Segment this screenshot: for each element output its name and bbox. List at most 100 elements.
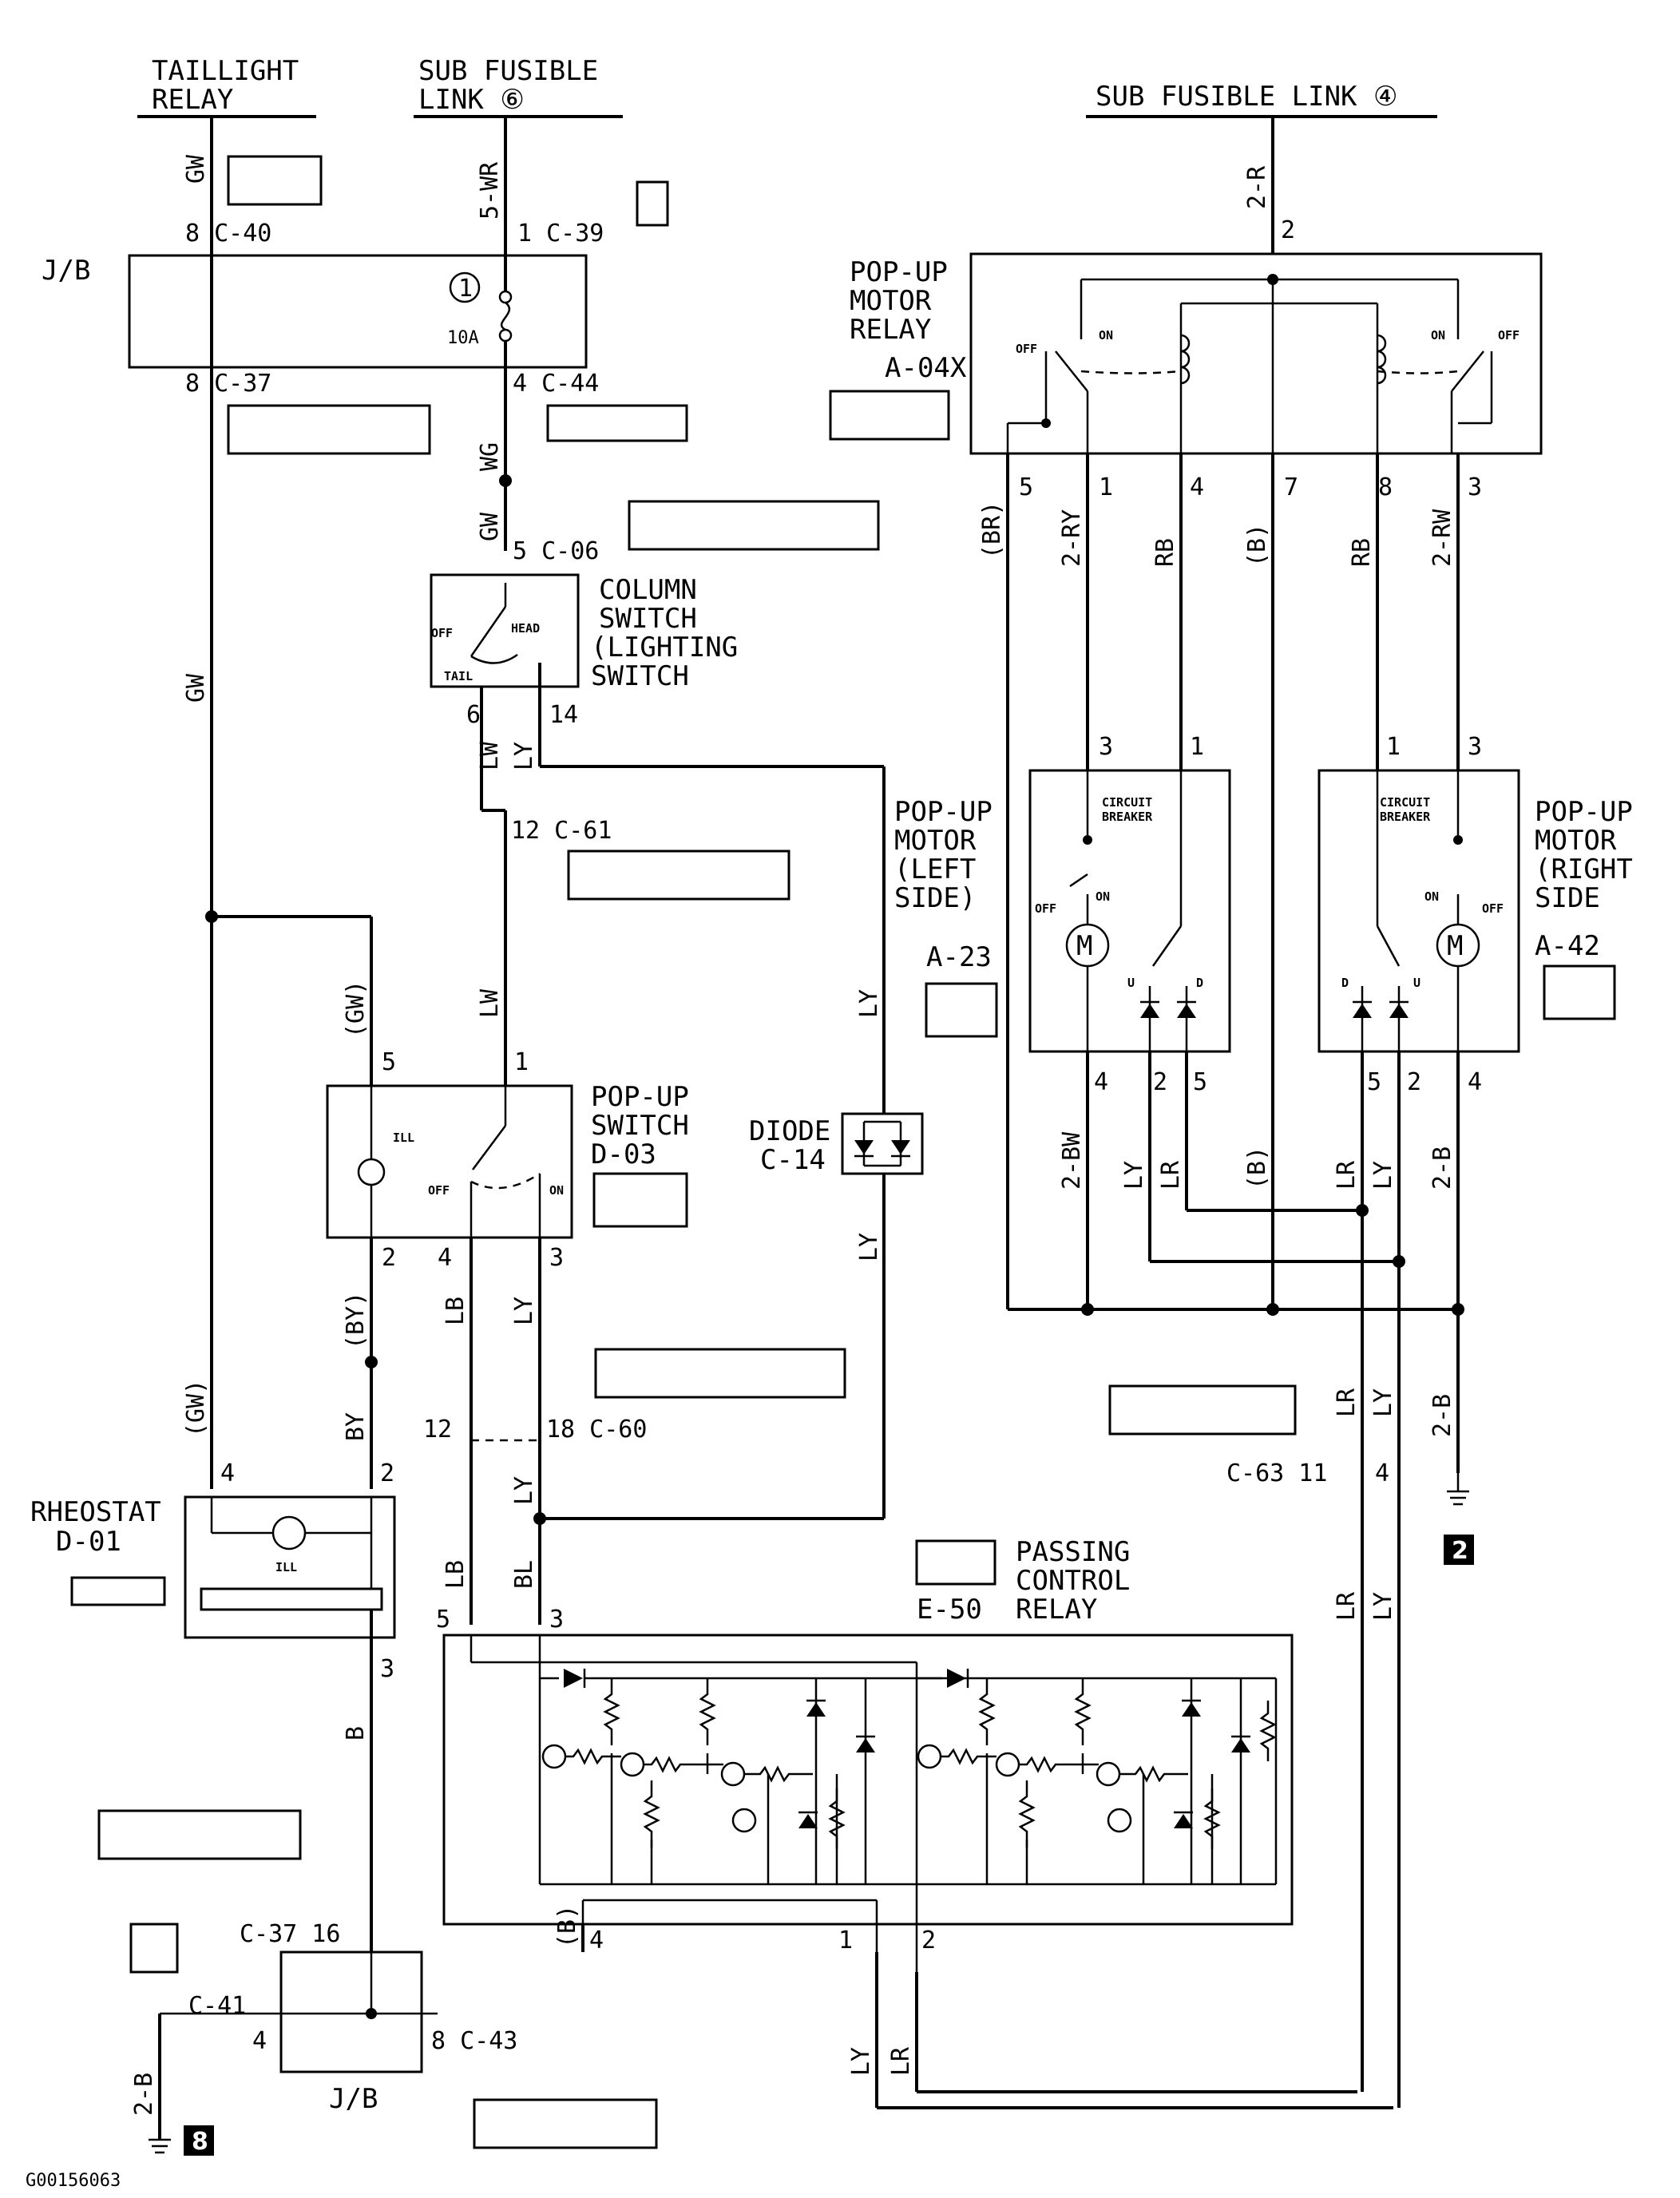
wire-ly-motor-out: LY [1120, 1161, 1148, 1190]
motor-left-label-2: MOTOR [894, 825, 977, 857]
motor-left-pin-3: 3 [1099, 733, 1113, 761]
column-switch-label-3: (LIGHTING [591, 632, 738, 663]
wire-gw-paren-switch: (GW) [342, 980, 370, 1038]
lw-circuit: LW 12 C-61 LW LY [476, 741, 886, 1114]
motor-right-pin-3: 3 [1468, 733, 1482, 761]
relay-pin-7: 7 [1284, 473, 1298, 501]
column-switch-label-2: SWITCH [599, 603, 697, 635]
motor-right-symbol: M [1447, 930, 1463, 962]
connector-c61-label: 12 C-61 [511, 817, 612, 845]
relay-pin-8: 8 [1378, 473, 1393, 501]
wire-b: B [342, 1726, 370, 1741]
passing-relay-code: E-50 [917, 1594, 982, 1626]
connector-c63-pin-4: 4 [1375, 1459, 1389, 1487]
column-switch-tail: TAIL [444, 669, 473, 683]
passing-relay-pin-2: 2 [921, 1927, 936, 1954]
wire-lb-bottom: LB [442, 1560, 470, 1589]
motor-right-label-2: MOTOR [1535, 825, 1617, 857]
popup-switch: 5 1 ILL OFF ON 2 4 3 POP-UP SWITCH D-03 [326, 1048, 689, 1272]
wire-ly-c63: LY [1369, 1388, 1397, 1417]
motor-right-pin-2: 2 [1407, 1068, 1421, 1096]
wire-by: BY [342, 1412, 370, 1441]
motor-right-label-4: SIDE [1535, 882, 1600, 914]
connector-c43-label: 8 C-43 [431, 2027, 517, 2055]
passing-relay-pin-5: 5 [436, 1606, 450, 1634]
passing-relay-pin-1: 1 [838, 1927, 853, 1954]
passing-control-relay: 5 3 [436, 1536, 1294, 1972]
relay-label-3: RELAY [850, 314, 931, 346]
wire-2-b-right-top: 2-B [1428, 1147, 1456, 1190]
wire-ly-lower-right: LY [1369, 1592, 1397, 1621]
motor-output-wires: 2-BW LY LR (B) LR LY 2-B LR LY 2-B C-63 … [1008, 1051, 1474, 2108]
motor-right-pin-1: 1 [1386, 733, 1401, 761]
connector-c63-label: C-63 11 [1226, 1459, 1327, 1487]
wire-ly-switch: LY [510, 1297, 538, 1325]
connector-c37-bottom-label: C-37 16 [240, 1920, 340, 1948]
relay-off-left: OFF [1016, 342, 1037, 356]
motor-right-label-3: (RIGHT [1535, 853, 1633, 885]
popup-switch-label-3: D-03 [591, 1139, 656, 1170]
popup-motor-relay: 2-R 2 OFF ON ON OFF POP-UP MOTOR RELAY A… [850, 117, 1543, 455]
junction-block-top: J/B 1 10A [42, 254, 588, 369]
popup-motor-left: 3 1 CIRCUIT BREAKER OFF ON M U D 4 2 5 [1028, 733, 1231, 1096]
relay-off-right: OFF [1498, 328, 1520, 343]
wire-wg: WG [476, 442, 504, 471]
wire-by-paren: (BY) [342, 1292, 370, 1349]
connector-c39-label: 1 C-39 [517, 220, 604, 248]
diagram-code: G00156063 [26, 2171, 121, 2191]
wire-lr-c63: LR [1333, 1388, 1361, 1417]
rheostat-label-1: RHEOSTAT [30, 1496, 161, 1528]
diode-label-1: DIODE [749, 1115, 830, 1147]
motor-left-off: OFF [1035, 901, 1056, 916]
rheostat-pin-4: 4 [220, 1459, 235, 1487]
column-switch-label-4: SWITCH [591, 660, 689, 692]
connector-c06-label: 5 C-06 [513, 537, 599, 565]
passing-relay-label-1: PASSING [1016, 1536, 1130, 1568]
wire-2-b-left: 2-B [130, 2073, 158, 2116]
passing-relay-label-3: RELAY [1016, 1594, 1097, 1626]
relay-pin-3: 3 [1468, 473, 1482, 501]
relay-code: A-04X [885, 352, 967, 384]
wire-bl: BL [510, 1560, 538, 1589]
wire-gw-column: GW [476, 512, 504, 541]
junction-block-bottom: C-37 16 C-41 4 8 C-43 J/B 2-B 8 [130, 1920, 517, 2156]
popup-switch-pin-2: 2 [382, 1244, 396, 1272]
fuse-circuit: 5-WR 1 C-39 4 C-44 WG GW 5 C-06 [476, 117, 604, 565]
relay-pin-1: 1 [1099, 473, 1113, 501]
motor-right-pin-4: 4 [1468, 1068, 1482, 1096]
motor-right-cb-2: BREAKER [1380, 810, 1431, 824]
column-switch-off: OFF [431, 626, 453, 640]
motor-right-label-1: POP-UP [1535, 796, 1633, 828]
wire-lr-motor-out: LR [1157, 1160, 1185, 1190]
column-switch-pin-6: 6 [466, 701, 481, 729]
wire-ly-lower: LY [510, 1476, 538, 1505]
motor-left-d: D [1196, 976, 1203, 990]
motor-left-label-1: POP-UP [894, 796, 993, 828]
wire-lr-right-out: LR [1333, 1160, 1361, 1190]
wire-ly-diode: LY [855, 1233, 883, 1261]
relay-output-wires: 5 1 4 7 8 3 (BR) 2-RY RB (B) RB 2-RW [978, 453, 1482, 1309]
column-switch-head: HEAD [511, 621, 540, 636]
wire-b-paren-motor: (B) [1243, 1147, 1271, 1190]
passing-relay-pin-3: 3 [549, 1606, 564, 1634]
wire-b-paren-relay: (B) [553, 1905, 581, 1948]
sub-fusible-4-label: SUB FUSIBLE LINK ④ [1096, 81, 1397, 113]
taillight-relay-label-1: TAILLIGHT [152, 55, 299, 87]
wire-rb-right: RB [1348, 538, 1376, 567]
wire-br-paren: (BR) [978, 501, 1006, 559]
motor-right-code: A-42 [1535, 930, 1600, 962]
wire-lr-lower: LR [1333, 1591, 1361, 1621]
passing-relay-pin-4: 4 [589, 1927, 604, 1954]
ground-2-label: 2 [1452, 1537, 1468, 1565]
jb-bottom-label: J/B [329, 2083, 378, 2115]
wire-lb-top: LB [442, 1297, 470, 1325]
column-switch-label-1: COLUMN [599, 574, 697, 606]
rheostat: 4 2 ILL RHEOSTAT D-01 3 B [30, 1459, 396, 1952]
rheostat-pin-3: 3 [380, 1655, 394, 1683]
passing-relay-label-2: CONTROL [1016, 1565, 1130, 1597]
connector-c41-label: C-41 [188, 1992, 246, 2020]
motor-right-cb-1: CIRCUIT [1380, 795, 1430, 810]
relay-pin-5: 5 [1019, 473, 1033, 501]
connector-c41-pin: 4 [252, 2027, 267, 2055]
